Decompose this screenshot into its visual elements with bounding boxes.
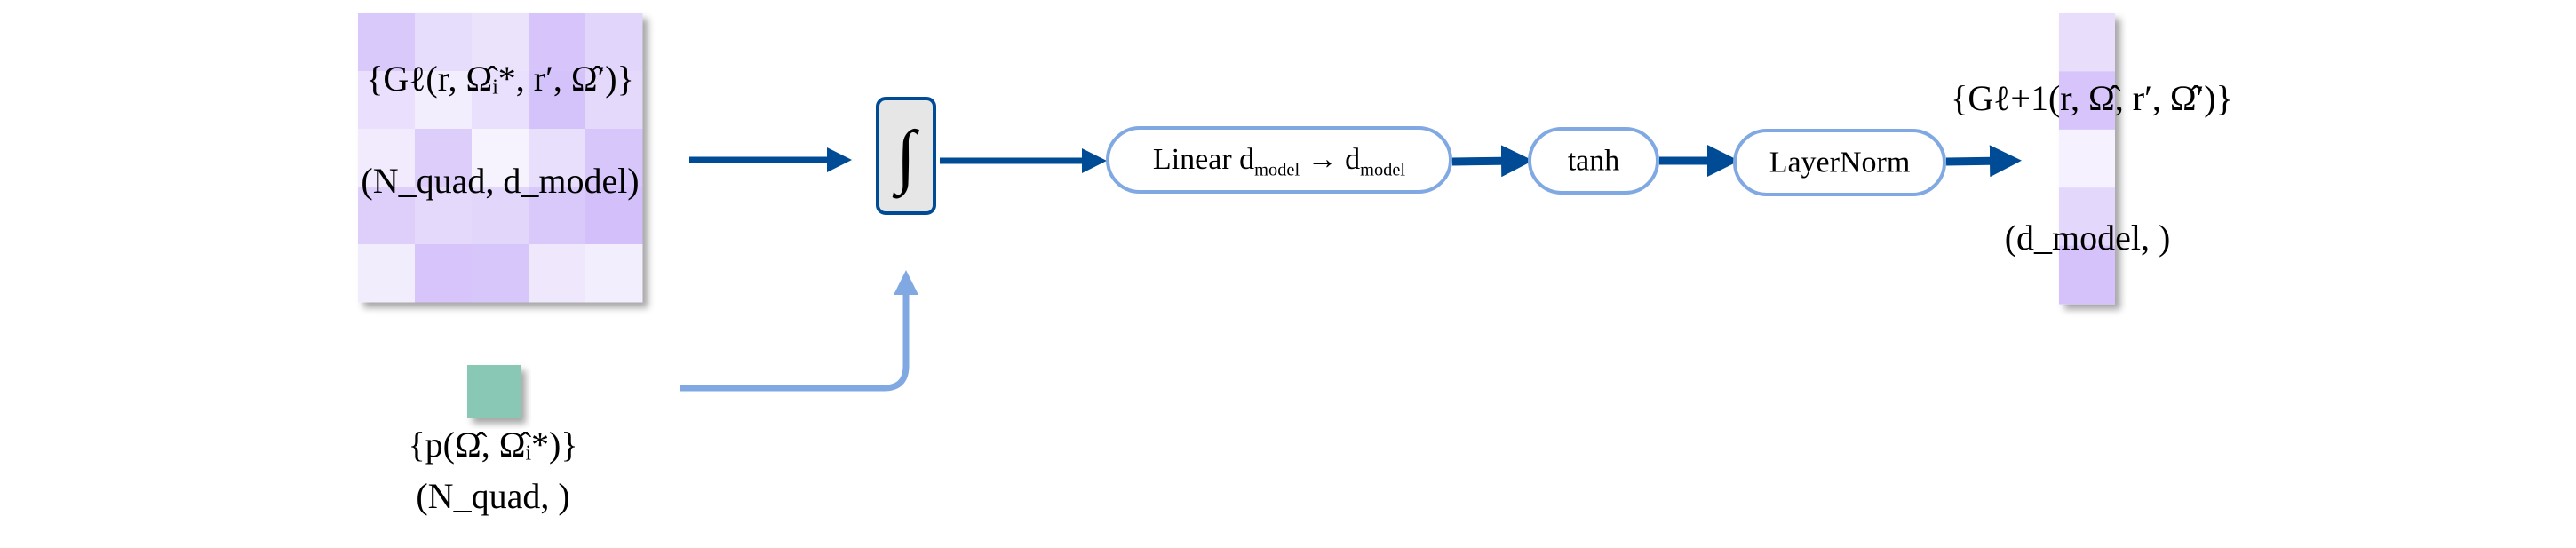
- tanh-node-label: tanh: [1567, 144, 1620, 178]
- matrix-cell: [415, 71, 473, 130]
- vector-cell: [2059, 129, 2115, 188]
- matrix-cell: [585, 71, 643, 130]
- vector-cell: [2059, 187, 2115, 247]
- matrix-cell: [472, 244, 529, 303]
- output-vector: [2059, 13, 2115, 305]
- arrow-linear-to-tanh: [1451, 145, 1533, 178]
- linear-arrow-text: → d: [1300, 142, 1361, 176]
- vector-cell: [2059, 245, 2115, 305]
- vector-cell: [2059, 71, 2115, 131]
- matrix-cell: [585, 13, 643, 72]
- linear-sub1: model: [1254, 160, 1300, 180]
- output-vector-label: {Gℓ+1(r, Ω̂, r′, Ω̂′)}: [1951, 78, 2233, 118]
- matrix-cell: [585, 244, 643, 303]
- matrix-cell: [358, 187, 416, 245]
- matrix-cell: [415, 13, 473, 72]
- matrix-cell: [358, 244, 416, 303]
- matrix-cell: [415, 187, 473, 245]
- linear-node: [1106, 126, 1452, 194]
- matrix-cell: [472, 129, 529, 187]
- matrix-cell: [529, 244, 586, 303]
- arrow-weights-to-integral: [680, 270, 918, 392]
- input-matrix-label: {Gℓ(r, Ω̂ᵢ*, r′, Ω̂′)}: [366, 59, 634, 99]
- linear-text: Linear d: [1152, 142, 1255, 176]
- matrix-cell: [585, 187, 643, 245]
- matrix-cell: [585, 129, 643, 187]
- matrix-cell: [529, 71, 586, 130]
- matrix-cell: [472, 13, 529, 72]
- layernorm-node: [1733, 129, 1946, 196]
- matrix-cell: [529, 187, 586, 245]
- integral-box: [876, 97, 936, 215]
- input-matrix-shape: (N_quad, d_model): [361, 161, 640, 201]
- linear-node-label: Linear dmodel → dmodel: [1153, 143, 1405, 180]
- matrix-cell: [358, 129, 416, 187]
- layernorm-node-label: LayerNorm: [1769, 146, 1911, 179]
- matrix-cell: [472, 71, 529, 130]
- weights-shape: (N_quad, ): [416, 476, 570, 516]
- matrix-cell: [358, 13, 416, 72]
- input-matrix: [358, 13, 643, 303]
- matrix-cell: [472, 187, 529, 245]
- output-vector-shape: (d_model, ): [2004, 218, 2171, 258]
- matrix-cell: [415, 244, 473, 303]
- matrix-cell: [415, 129, 473, 187]
- weights-label: {p(Ω̂, Ω̂ᵢ*)}: [408, 425, 578, 465]
- matrix-cell: [529, 129, 586, 187]
- matrix-cell: [358, 71, 416, 130]
- vector-cell: [2059, 13, 2115, 72]
- matrix-cell: [529, 13, 586, 72]
- arrow-layernorm-to-output: [1945, 145, 2022, 178]
- weights-square: [467, 365, 521, 418]
- integral-icon: ∫: [896, 117, 916, 195]
- linear-sub2: model: [1360, 160, 1406, 180]
- tanh-node: [1528, 127, 1659, 195]
